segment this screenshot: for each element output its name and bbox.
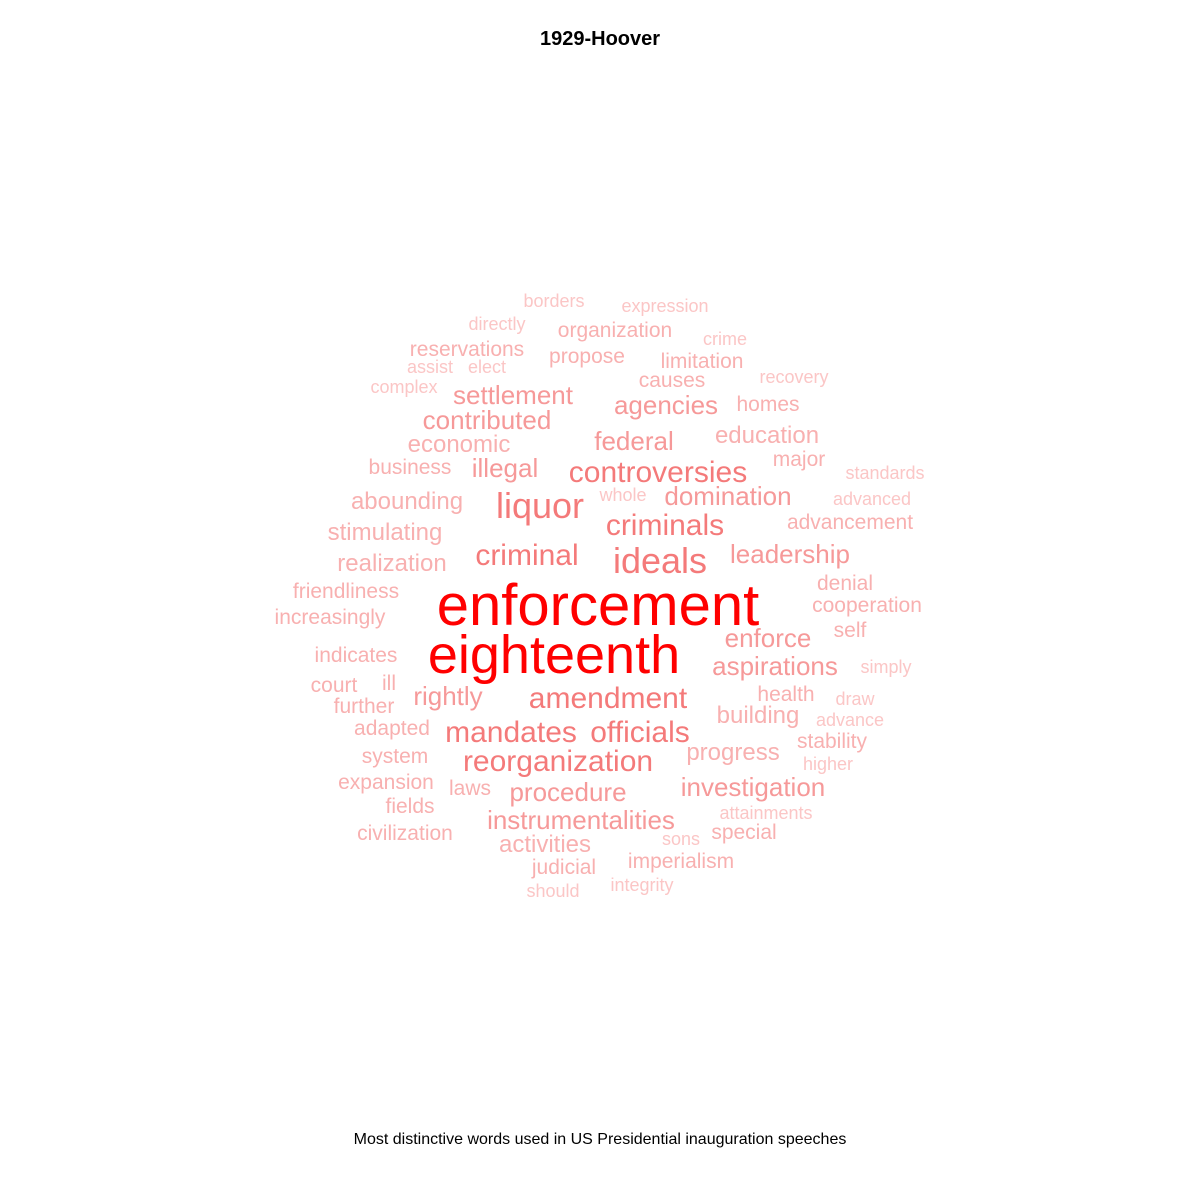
word-realization: realization bbox=[337, 550, 446, 577]
word-reservations: reservations bbox=[410, 338, 524, 361]
word-attainments: attainments bbox=[719, 803, 812, 823]
word-stability: stability bbox=[797, 730, 868, 753]
word-indicates: indicates bbox=[315, 644, 398, 667]
word-controversies: controversies bbox=[569, 456, 747, 489]
word-stimulating: stimulating bbox=[328, 519, 443, 546]
word-simply: simply bbox=[860, 657, 911, 677]
word-limitation: limitation bbox=[661, 350, 744, 373]
word-adapted: adapted bbox=[354, 717, 430, 740]
word-borders: borders bbox=[523, 291, 584, 311]
word-sons: sons bbox=[662, 829, 700, 849]
word-federal: federal bbox=[594, 426, 674, 456]
word-draw: draw bbox=[835, 689, 875, 709]
word-education: education bbox=[715, 422, 819, 449]
word-organization: organization bbox=[558, 319, 672, 342]
word-procedure: procedure bbox=[509, 777, 626, 807]
word-rightly: rightly bbox=[413, 681, 482, 711]
word-settlement: settlement bbox=[453, 380, 574, 410]
word-enforcement: enforcement bbox=[437, 573, 759, 638]
word-expression: expression bbox=[621, 296, 708, 316]
word-standards: standards bbox=[845, 463, 924, 483]
word-homes: homes bbox=[736, 393, 799, 416]
word-aspirations: aspirations bbox=[712, 651, 838, 681]
word-major: major bbox=[773, 448, 826, 471]
word-agencies: agencies bbox=[614, 390, 718, 420]
word-officials: officials bbox=[590, 716, 690, 749]
word-business: business bbox=[369, 456, 452, 479]
word-special: special bbox=[711, 821, 776, 844]
word-criminal: criminal bbox=[475, 539, 578, 572]
word-eighteenth: eighteenth bbox=[428, 625, 680, 685]
word-imperialism: imperialism bbox=[628, 850, 734, 873]
word-mandates: mandates bbox=[445, 716, 577, 749]
word-expansion: expansion bbox=[338, 771, 434, 794]
word-building: building bbox=[717, 702, 800, 729]
word-self: self bbox=[834, 619, 867, 642]
word-reorganization: reorganization bbox=[463, 745, 653, 778]
word-criminals: criminals bbox=[606, 509, 724, 542]
word-integrity: integrity bbox=[610, 875, 673, 895]
word-whole: whole bbox=[598, 485, 646, 505]
word-advance: advance bbox=[816, 710, 884, 730]
word-elect: elect bbox=[468, 357, 506, 377]
word-system: system bbox=[362, 745, 429, 768]
chart-title: 1929-Hoover bbox=[539, 28, 661, 50]
word-ideals: ideals bbox=[613, 540, 707, 581]
word-propose: propose bbox=[549, 345, 625, 368]
word-economic: economic bbox=[408, 431, 511, 458]
word-assist: assist bbox=[407, 357, 453, 377]
word-crime: crime bbox=[703, 329, 747, 349]
word-complex: complex bbox=[370, 377, 437, 397]
word-should: should bbox=[526, 881, 579, 901]
word-laws: laws bbox=[449, 777, 491, 800]
word-health: health bbox=[757, 683, 814, 706]
word-liquor: liquor bbox=[496, 485, 584, 526]
word-amendment: amendment bbox=[529, 682, 688, 715]
word-progress: progress bbox=[686, 739, 779, 766]
word-leadership: leadership bbox=[730, 539, 850, 569]
word-ill: ill bbox=[382, 672, 396, 695]
word-recovery: recovery bbox=[759, 367, 828, 387]
word-instrumentalities: instrumentalities bbox=[487, 805, 675, 835]
word-denial: denial bbox=[817, 572, 873, 595]
word-directly: directly bbox=[468, 314, 525, 334]
word-increasingly: increasingly bbox=[275, 606, 386, 629]
word-contributed: contributed bbox=[423, 405, 552, 435]
word-advancement: advancement bbox=[787, 511, 913, 534]
chart-caption: Most distinctive words used in US Presid… bbox=[353, 1131, 847, 1148]
word-court: court bbox=[311, 674, 358, 697]
word-domination: domination bbox=[664, 481, 791, 511]
word-higher: higher bbox=[803, 754, 853, 774]
word-judicial: judicial bbox=[531, 856, 596, 879]
word-fields: fields bbox=[385, 795, 434, 818]
word-advanced: advanced bbox=[833, 489, 911, 509]
word-enforce: enforce bbox=[725, 623, 812, 653]
word-civilization: civilization bbox=[357, 822, 453, 845]
word-friendliness: friendliness bbox=[293, 580, 399, 603]
word-illegal: illegal bbox=[472, 453, 539, 483]
word-cooperation: cooperation bbox=[812, 594, 922, 617]
word-causes: causes bbox=[639, 369, 706, 392]
word-investigation: investigation bbox=[681, 772, 826, 802]
word-abounding: abounding bbox=[351, 488, 463, 515]
word-further: further bbox=[334, 695, 395, 718]
word-activities: activities bbox=[499, 831, 591, 858]
